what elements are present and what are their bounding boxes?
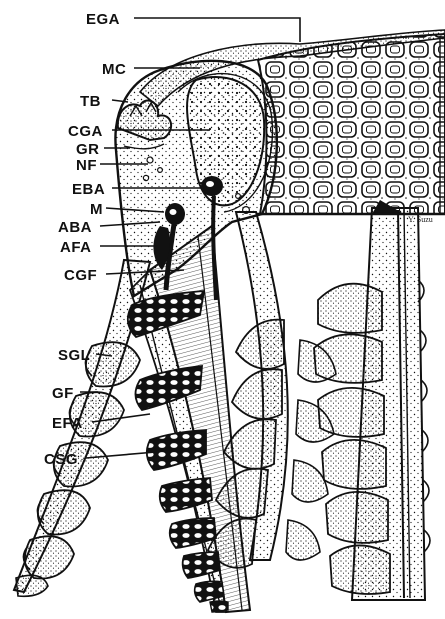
right-gill-filament: [314, 208, 430, 600]
label-sgl: SGL: [58, 347, 90, 364]
label-ega: EGA: [86, 11, 120, 28]
label-tb: TB: [80, 93, 101, 110]
label-m: M: [90, 201, 103, 218]
label-nf: NF: [76, 157, 97, 174]
label-afa: AFA: [60, 239, 92, 256]
label-gf: GF: [52, 385, 74, 402]
label-cgf: CGF: [64, 267, 97, 284]
label-csg: CSG: [44, 451, 78, 468]
label-aba: ABA: [58, 219, 92, 236]
label-mc: MC: [102, 61, 126, 78]
label-eba: EBA: [72, 181, 105, 198]
artist-signature: Y. Suzu: [408, 215, 433, 224]
label-efa: EFA: [52, 415, 83, 432]
label-cga: CGA: [68, 123, 103, 140]
label-gr: GR: [76, 141, 100, 158]
